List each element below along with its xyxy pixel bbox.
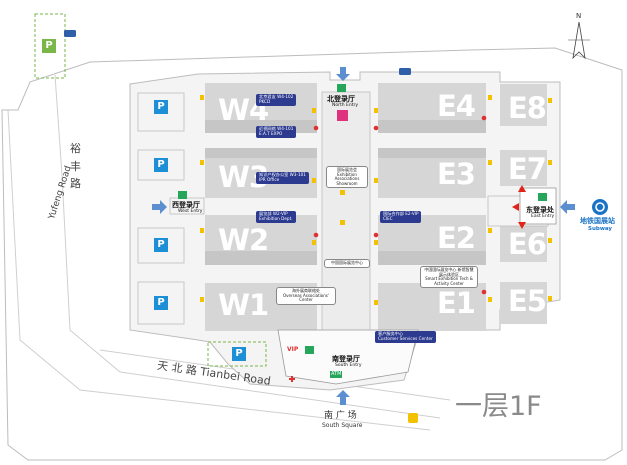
hall-e5-block <box>500 282 547 324</box>
hall-e8[interactable]: E8 <box>508 91 547 125</box>
hall-e5[interactable]: E5 <box>508 284 547 318</box>
hall-e8-block <box>500 84 547 126</box>
west-entry-label: 西登录厅 <box>172 201 200 209</box>
parking-icon: P <box>154 296 168 310</box>
south-square-en: South Square <box>322 422 363 429</box>
north-entry-label: 北登录厅 <box>327 95 355 103</box>
south-square-label: 南 广 场 <box>324 411 357 421</box>
parking-icon: P <box>154 238 168 252</box>
north-entry-en: North Entry <box>332 103 358 108</box>
east-entry-en: East Entry <box>531 214 555 219</box>
subway-logo <box>592 199 608 215</box>
hall-w2[interactable]: W2 <box>218 223 269 257</box>
note-center: 中国国际展览中心 <box>324 259 370 268</box>
south-entry-label: 南登录厅 <box>332 355 360 363</box>
hall-e7[interactable]: E7 <box>508 152 547 186</box>
compass-north: N <box>576 12 582 20</box>
hall-e1-block <box>378 283 486 331</box>
west-entry-en: West Entry <box>178 209 203 214</box>
hall-e6[interactable]: E6 <box>508 227 547 261</box>
subway-label: 地铁国展站 <box>580 217 615 225</box>
hall-e2[interactable]: E2 <box>437 221 476 255</box>
hall-e6-block <box>500 226 547 262</box>
floor-label: 一层1F <box>455 391 542 422</box>
subway-en: Subway <box>588 226 613 232</box>
parking-icon: P <box>42 39 56 53</box>
parking-icon: P <box>154 100 168 114</box>
parking-icon: P <box>232 347 246 361</box>
east-entry-label: 东登录处 <box>526 206 554 214</box>
parking-icon: P <box>154 158 168 172</box>
hall-e4[interactable]: E4 <box>437 89 476 123</box>
vip-label: VIP <box>287 346 299 353</box>
hall-e3[interactable]: E3 <box>437 157 476 191</box>
hall-e7-block <box>500 150 547 186</box>
yufeng-road-zh: 裕 丰 路 <box>70 142 81 191</box>
atm-label: ATM <box>330 371 343 378</box>
hall-e1[interactable]: E1 <box>437 286 476 320</box>
south-entry-en: South Entry <box>335 363 362 368</box>
hall-w1[interactable]: W1 <box>218 288 269 322</box>
